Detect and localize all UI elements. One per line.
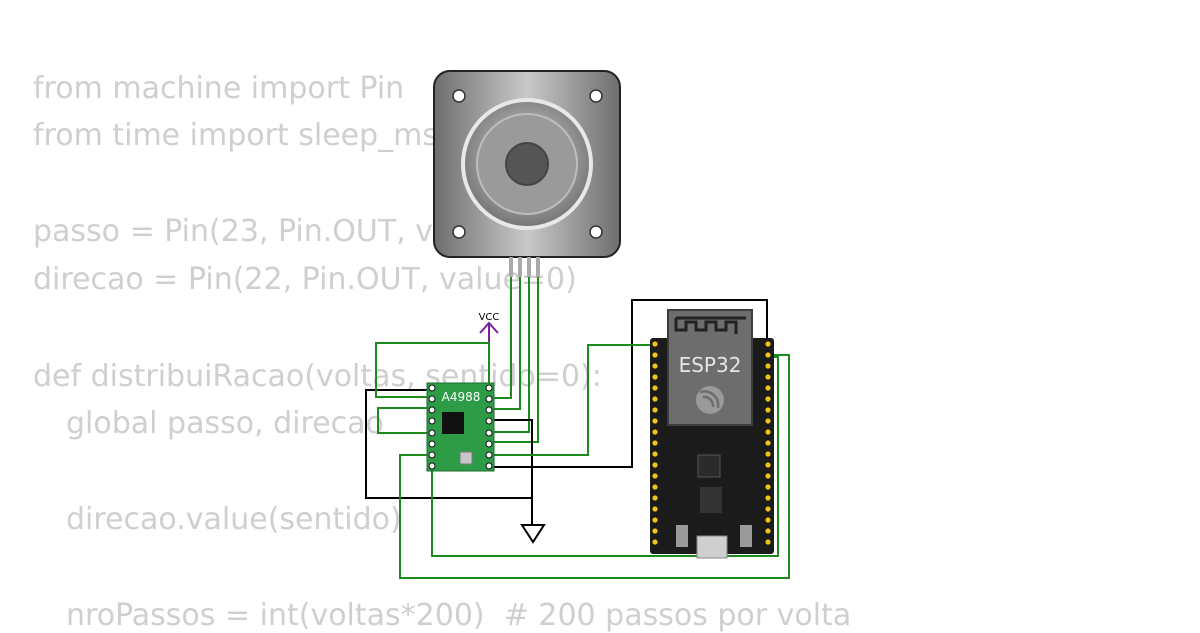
a4988-label: A4988	[442, 390, 481, 404]
vcc-label: VCC	[479, 312, 500, 323]
esp32-right-pins	[765, 341, 771, 545]
driver-left-pins	[428, 384, 436, 470]
regulator	[697, 454, 721, 478]
code-line-1: from machine import Pin	[33, 71, 405, 106]
en-button[interactable]	[676, 525, 688, 547]
code-line-2: from time import sleep_ms	[33, 118, 439, 153]
esp32-left-pins	[652, 341, 658, 545]
esp32-label: ESP32	[679, 353, 742, 377]
antenna-trace	[674, 316, 746, 334]
driver-right-pins	[485, 384, 493, 470]
code-line-8: nroPassos = int(voltas*200) # 200 passos…	[66, 598, 852, 633]
usb-port	[696, 535, 728, 559]
esp32-board[interactable]: ESP32	[650, 309, 774, 559]
motor-wires	[489, 277, 539, 443]
ground-symbol	[520, 524, 546, 544]
usb-chip	[700, 487, 722, 513]
stepper-motor[interactable]	[433, 70, 621, 277]
driver-chip	[442, 412, 464, 434]
a4988-driver[interactable]: A4988	[426, 382, 495, 472]
boot-button[interactable]	[740, 525, 752, 547]
code-line-4: direcao = Pin(22, Pin.OUT, value=0)	[33, 262, 577, 297]
control-wires	[375, 342, 790, 579]
potentiometer	[459, 451, 473, 465]
code-line-7: direcao.value(sentido)	[66, 502, 402, 537]
code-line-5: def distribuiRacao(voltas, sentido=0):	[33, 359, 602, 394]
